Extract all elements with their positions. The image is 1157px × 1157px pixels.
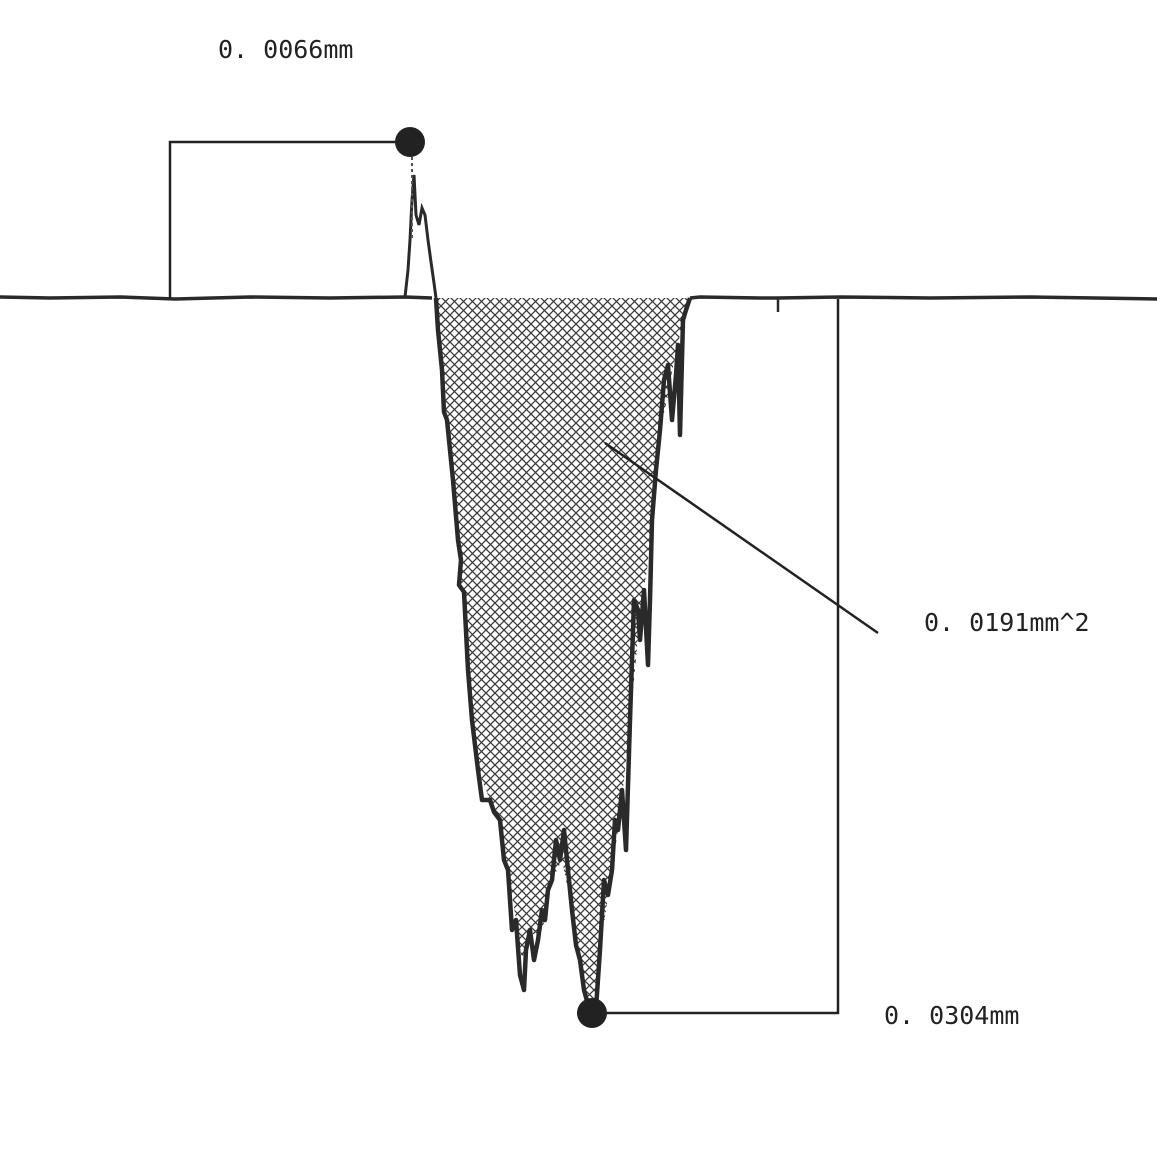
burr-peak	[403, 174, 438, 299]
surface-baseline-right	[689, 295, 1157, 301]
depth-bracket	[592, 299, 840, 1015]
depth-measure-label: 0. 0304mm	[884, 1001, 1019, 1030]
peak-marker	[395, 127, 425, 157]
height-measure-label: 0. 0066mm	[218, 35, 353, 64]
area-leader-line	[604, 441, 879, 635]
groove-profile-outline	[433, 297, 693, 1015]
valley-marker	[577, 998, 607, 1028]
area-measure-label: 0. 0191mm^2	[924, 608, 1090, 637]
surface-baseline-left	[0, 295, 433, 301]
groove-area-hatch	[436, 298, 690, 1008]
height-bracket	[168, 140, 410, 299]
